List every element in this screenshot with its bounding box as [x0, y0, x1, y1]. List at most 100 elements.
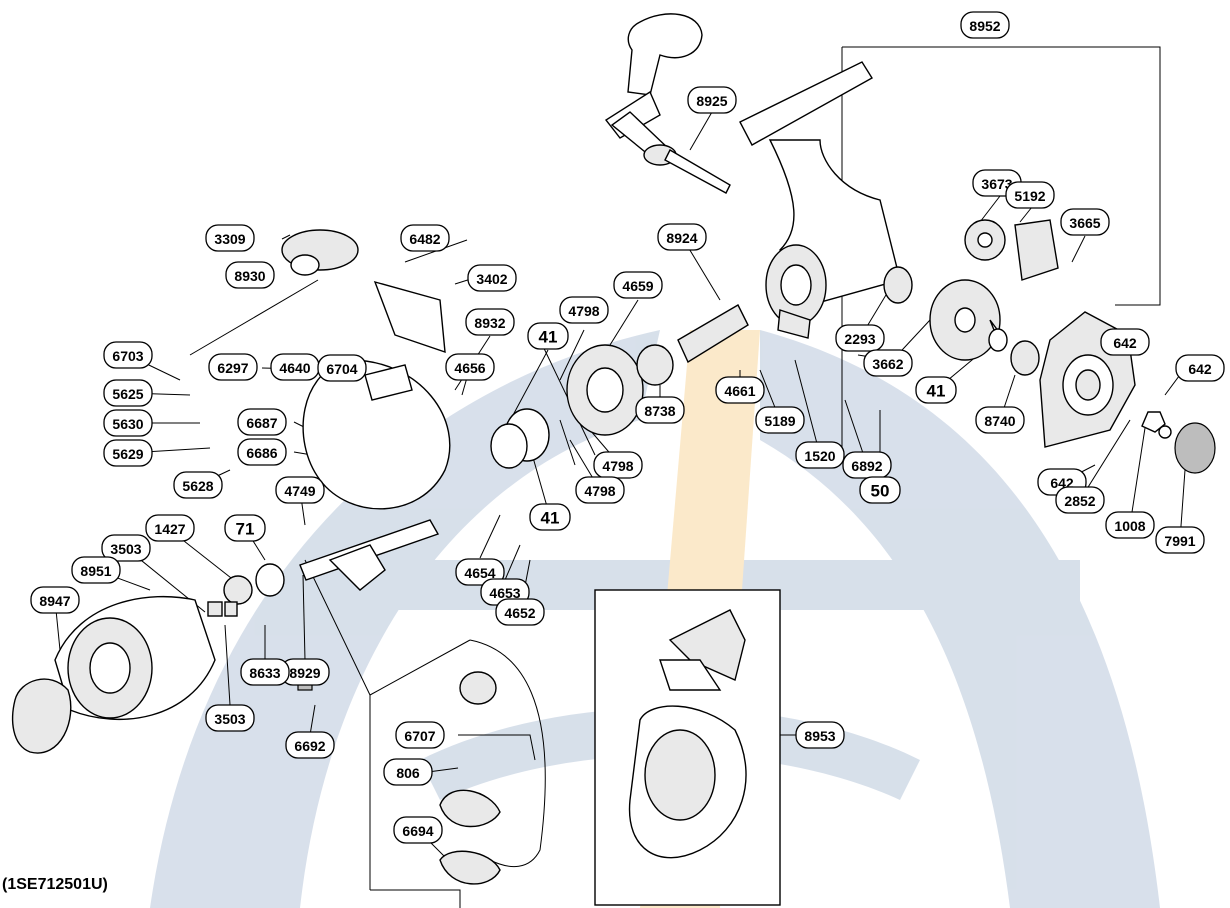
part-label-8738: 8738	[635, 396, 685, 424]
part-label-6686: 6686	[237, 438, 287, 466]
part-label-text: 642	[1188, 361, 1212, 377]
part-label-text: 3309	[214, 231, 245, 247]
part-label-3503: 3503	[205, 704, 255, 732]
part-label-box	[960, 11, 1010, 39]
part-label-4659: 4659	[613, 271, 663, 299]
part-label-text: 4653	[489, 585, 520, 601]
part-label-text: 1520	[804, 448, 835, 464]
part-label-box	[205, 224, 255, 252]
part-label-6707: 6707	[395, 721, 445, 749]
part-label-3665: 3665	[1060, 208, 1110, 236]
part-label-text: 8633	[249, 665, 280, 681]
part-label-box	[445, 353, 495, 381]
part-label-1520: 1520	[795, 441, 845, 469]
part-label-8953: 8953	[795, 721, 845, 749]
part-label-4798: 4798	[593, 451, 643, 479]
part-label-text: 8947	[39, 593, 70, 609]
part-label-text: 6692	[294, 738, 325, 754]
part-label-box	[240, 658, 290, 686]
part-label-text: 3665	[1069, 215, 1100, 231]
part-label-4798: 4798	[575, 476, 625, 504]
part-label-text: 2293	[844, 331, 875, 347]
part-label-text: 3673	[981, 176, 1012, 192]
part-label-text: 4640	[279, 360, 310, 376]
part-label-text: 3402	[476, 271, 507, 287]
part-label-806: 806	[383, 758, 433, 786]
part-label-text: 1008	[1114, 518, 1145, 534]
part-label-box	[915, 376, 957, 404]
part-label-text: 6704	[326, 361, 357, 377]
part-label-box	[1055, 486, 1105, 514]
part-label-3309: 3309	[205, 224, 255, 252]
part-label-box	[657, 223, 707, 251]
part-label-text: 8952	[969, 18, 1000, 34]
part-label-text: 41	[541, 509, 560, 528]
spool-assembly	[11, 563, 313, 754]
part-label-box	[859, 476, 901, 504]
part-label-box	[467, 264, 517, 292]
part-label-8740: 8740	[975, 406, 1025, 434]
part-label-8951: 8951	[71, 556, 121, 584]
part-label-8633: 8633	[240, 658, 290, 686]
part-label-642: 642	[1175, 354, 1225, 382]
part-label-71: 71	[224, 514, 266, 542]
part-label-5625: 5625	[103, 379, 153, 407]
part-label-text: 5625	[112, 386, 143, 402]
part-label-text: 50	[871, 482, 890, 501]
part-label-text: 8929	[289, 665, 320, 681]
part-label-4656: 4656	[445, 353, 495, 381]
part-label-text: 8953	[804, 728, 835, 744]
part-label-4652: 4652	[495, 598, 545, 626]
part-label-8929: 8929	[280, 658, 330, 686]
part-label-3503: 3503	[101, 534, 151, 562]
part-label-box	[1100, 328, 1150, 356]
handle-assembly	[604, 13, 731, 194]
part-label-50: 50	[859, 476, 901, 504]
part-label-text: 6694	[402, 823, 433, 839]
part-label-text: 41	[539, 328, 558, 347]
part-label-box	[559, 296, 609, 324]
part-label-text: 1427	[154, 521, 185, 537]
part-label-text: 5629	[112, 446, 143, 462]
part-label-8925: 8925	[687, 86, 737, 114]
part-label-text: 6703	[112, 348, 143, 364]
part-label-6687: 6687	[237, 408, 287, 436]
part-label-text: 4798	[602, 458, 633, 474]
part-label-box	[863, 349, 913, 377]
part-label-text: 4749	[284, 483, 315, 499]
part-label-box	[400, 224, 450, 252]
part-label-2293: 2293	[835, 324, 885, 352]
part-label-text: 3503	[110, 541, 141, 557]
part-label-box	[71, 556, 121, 584]
part-label-box	[527, 322, 569, 350]
part-label-6482: 6482	[400, 224, 450, 252]
part-label-box	[285, 731, 335, 759]
part-label-box	[237, 408, 287, 436]
part-label-text: 5189	[764, 413, 795, 429]
part-label-41: 41	[527, 322, 569, 350]
part-label-box	[145, 514, 195, 542]
part-label-5630: 5630	[103, 409, 153, 437]
part-label-text: 5630	[112, 416, 143, 432]
part-label-7991: 7991	[1155, 526, 1205, 554]
part-label-text: 6707	[404, 728, 435, 744]
part-label-box	[101, 534, 151, 562]
part-label-8952: 8952	[960, 11, 1010, 39]
part-label-6692: 6692	[285, 731, 335, 759]
part-label-4749: 4749	[275, 476, 325, 504]
part-label-box	[395, 721, 445, 749]
part-label-box	[755, 406, 805, 434]
part-label-text: 642	[1113, 335, 1137, 351]
part-label-box	[173, 471, 223, 499]
part-label-text: 4798	[584, 483, 615, 499]
part-label-box	[205, 704, 255, 732]
part-label-box	[103, 409, 153, 437]
body-frame	[739, 61, 901, 339]
part-label-5628: 5628	[173, 471, 223, 499]
part-label-5629: 5629	[103, 439, 153, 467]
part-label-box	[103, 439, 153, 467]
part-label-box	[393, 816, 443, 844]
part-label-text: 6482	[409, 231, 440, 247]
part-label-text: 6297	[217, 360, 248, 376]
part-label-41: 41	[529, 503, 571, 531]
